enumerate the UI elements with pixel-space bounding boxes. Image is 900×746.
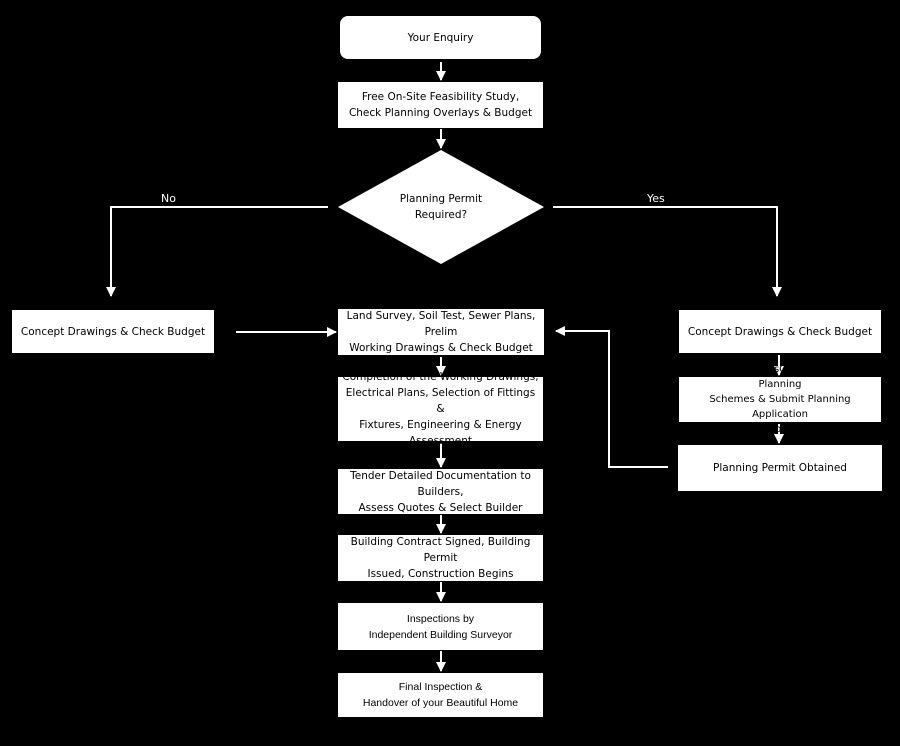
- node-planning-permit-obtained-label: Planning Permit Obtained: [713, 462, 847, 474]
- node-tender: Tender Detailed Documentation to Builder…: [338, 469, 543, 514]
- node-planning-permit-obtained: Planning Permit Obtained: [678, 445, 882, 491]
- edge-label-yes: Yes: [647, 192, 665, 205]
- node-land-survey-label: Land Survey, Soil Test, Sewer Plans, Pre…: [346, 310, 536, 354]
- node-concept-drawings-right-label: Concept Drawings & Check Budget: [687, 325, 873, 338]
- edge-label-no: No: [161, 192, 176, 205]
- node-rescode-analysis: Analysis of ResCode and Local Planning S…: [679, 364, 881, 435]
- node-final-inspection-label: Final Inspection & Handover of your Beau…: [362, 681, 519, 709]
- node-concept-drawings-left-label: Concept Drawings & Check Budget: [20, 325, 206, 338]
- arrow-permit-to-landsurvey: [555, 326, 668, 468]
- node-building-contract-label: Building Contract Signed, Building Permi…: [350, 536, 531, 580]
- decision-label: Planning Permit Required?: [399, 193, 483, 221]
- node-your-enquiry: Your Enquiry: [340, 16, 541, 59]
- node-inspections-label: Inspections by Independent Building Surv…: [368, 612, 513, 641]
- node-rescode-analysis-label: Analysis of ResCode and Local Planning S…: [704, 364, 856, 435]
- node-inspections: Inspections by Independent Building Surv…: [338, 603, 543, 650]
- node-concept-drawings-left: Concept Drawings & Check Budget: [12, 310, 214, 353]
- node-concept-drawings-right: Concept Drawings & Check Budget: [679, 310, 881, 353]
- node-building-contract: Building Contract Signed, Building Permi…: [338, 535, 543, 581]
- node-final-inspection: Final Inspection & Handover of your Beau…: [338, 673, 543, 717]
- node-your-enquiry-label: Your Enquiry: [407, 31, 474, 44]
- arrow-yes-branch: [553, 206, 782, 297]
- node-tender-label: Tender Detailed Documentation to Builder…: [350, 469, 531, 514]
- node-working-drawings-label: Completion of the Working Drawings, Elec…: [342, 371, 539, 447]
- node-working-drawings: Completion of the Working Drawings, Elec…: [338, 371, 543, 447]
- decision-diamond: [338, 150, 544, 264]
- node-land-survey: Land Survey, Soil Test, Sewer Plans, Pre…: [338, 309, 544, 355]
- node-feasibility-study: Free On-Site Feasibility Study, Check Pl…: [338, 82, 543, 128]
- node-feasibility-study-label: Free On-Site Feasibility Study, Check Pl…: [348, 91, 533, 119]
- arrow-no-branch: [106, 206, 328, 297]
